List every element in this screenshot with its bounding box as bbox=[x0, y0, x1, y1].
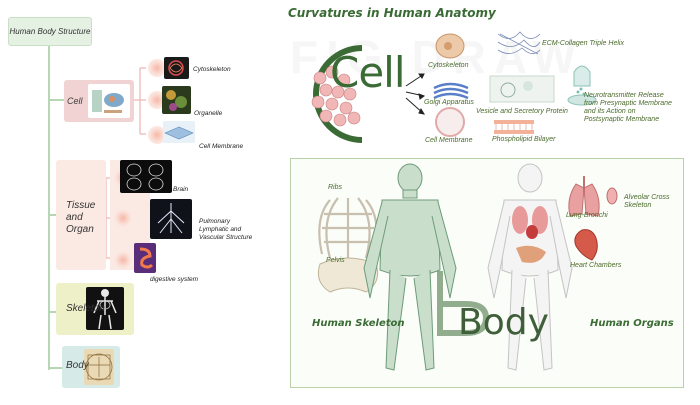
pulmonary-label: Pulmonary Lymphatic and Vascular Structu… bbox=[199, 218, 253, 241]
cell-membrane-label: Cell Membrane bbox=[199, 143, 244, 150]
tree-skeleton-label: Skeleton bbox=[66, 303, 105, 314]
organ-part-alveolar: Alveolar Cross Skeleton bbox=[624, 194, 670, 209]
cell-item-cytoskeleton: Cytoskeleton bbox=[428, 62, 469, 69]
cytoskeleton-label: Cytoskeleton bbox=[193, 66, 231, 73]
tree-tissue-node[interactable]: Tissue and Organ bbox=[56, 160, 106, 270]
tree-body-label: Body bbox=[66, 360, 89, 371]
vitruvian-thumbnail bbox=[84, 349, 114, 385]
brain-thumbnail bbox=[120, 160, 172, 193]
cell-item-golgi: Golgi Apparatus bbox=[424, 99, 474, 106]
tree-tissue-label: Tissue and Organ bbox=[66, 200, 96, 235]
organ-part-heart: Heart Chambers bbox=[570, 262, 622, 269]
digestive-thumbnail bbox=[134, 243, 156, 273]
cell-big-label: Cell bbox=[330, 48, 406, 97]
tree-cell-node[interactable]: Cell bbox=[64, 80, 134, 122]
cell-membrane-thumbnail bbox=[163, 121, 195, 143]
cell-item-neurotransmitter: Neurotransmitter Release from Presynapti… bbox=[584, 92, 672, 123]
organelle-thumbnail bbox=[162, 86, 191, 114]
organ-part-lung-bronchi: Lung-Bronchi bbox=[566, 212, 608, 219]
tree-root[interactable]: Human Body Structure bbox=[8, 17, 92, 46]
cell-item-vesicle: Vesicle and Secretory Protein bbox=[476, 108, 568, 115]
body-diagram bbox=[317, 163, 618, 371]
tree-cell-label: Cell bbox=[67, 96, 83, 106]
skeleton-part-ribs: Ribs bbox=[328, 184, 343, 191]
digestive-bullet bbox=[114, 251, 132, 269]
human-organs-heading: Human Organs bbox=[590, 318, 674, 329]
brain-label: Brain bbox=[173, 186, 189, 193]
tree-root-label: Human Body Structure bbox=[9, 26, 91, 36]
pulmonary-thumbnail bbox=[150, 199, 192, 239]
body-big-label: Body bbox=[458, 302, 549, 343]
human-skeleton-heading: Human Skeleton bbox=[312, 318, 405, 329]
cell-diagram bbox=[311, 31, 597, 143]
tree-body-node[interactable]: Body bbox=[62, 346, 120, 388]
tree-connectors bbox=[48, 44, 146, 370]
skeleton-thumbnail bbox=[86, 287, 124, 330]
digestive-label: digestive system bbox=[150, 276, 199, 283]
cell-item-membrane: Cell Membrane bbox=[425, 137, 473, 144]
cell-thumbnail bbox=[88, 84, 130, 118]
figure-title: Curvatures in Human Anatomy bbox=[288, 6, 496, 20]
organelle-label: Organelle bbox=[194, 110, 223, 117]
cell-membrane-bullet bbox=[148, 126, 166, 144]
pulmonary-bullet bbox=[114, 209, 132, 227]
skeleton-part-pelvis: Pelvis bbox=[326, 257, 345, 264]
cell-item-collagen: ECM-Collagen Triple Helix bbox=[542, 40, 624, 47]
cytoskeleton-thumbnail bbox=[164, 57, 189, 79]
tree-skeleton-node[interactable]: Skeleton bbox=[56, 283, 134, 335]
cytoskeleton-bullet bbox=[148, 59, 166, 77]
organelle-bullet bbox=[148, 91, 166, 109]
cell-item-bilayer: Phospholipid Bilayer bbox=[492, 136, 556, 143]
